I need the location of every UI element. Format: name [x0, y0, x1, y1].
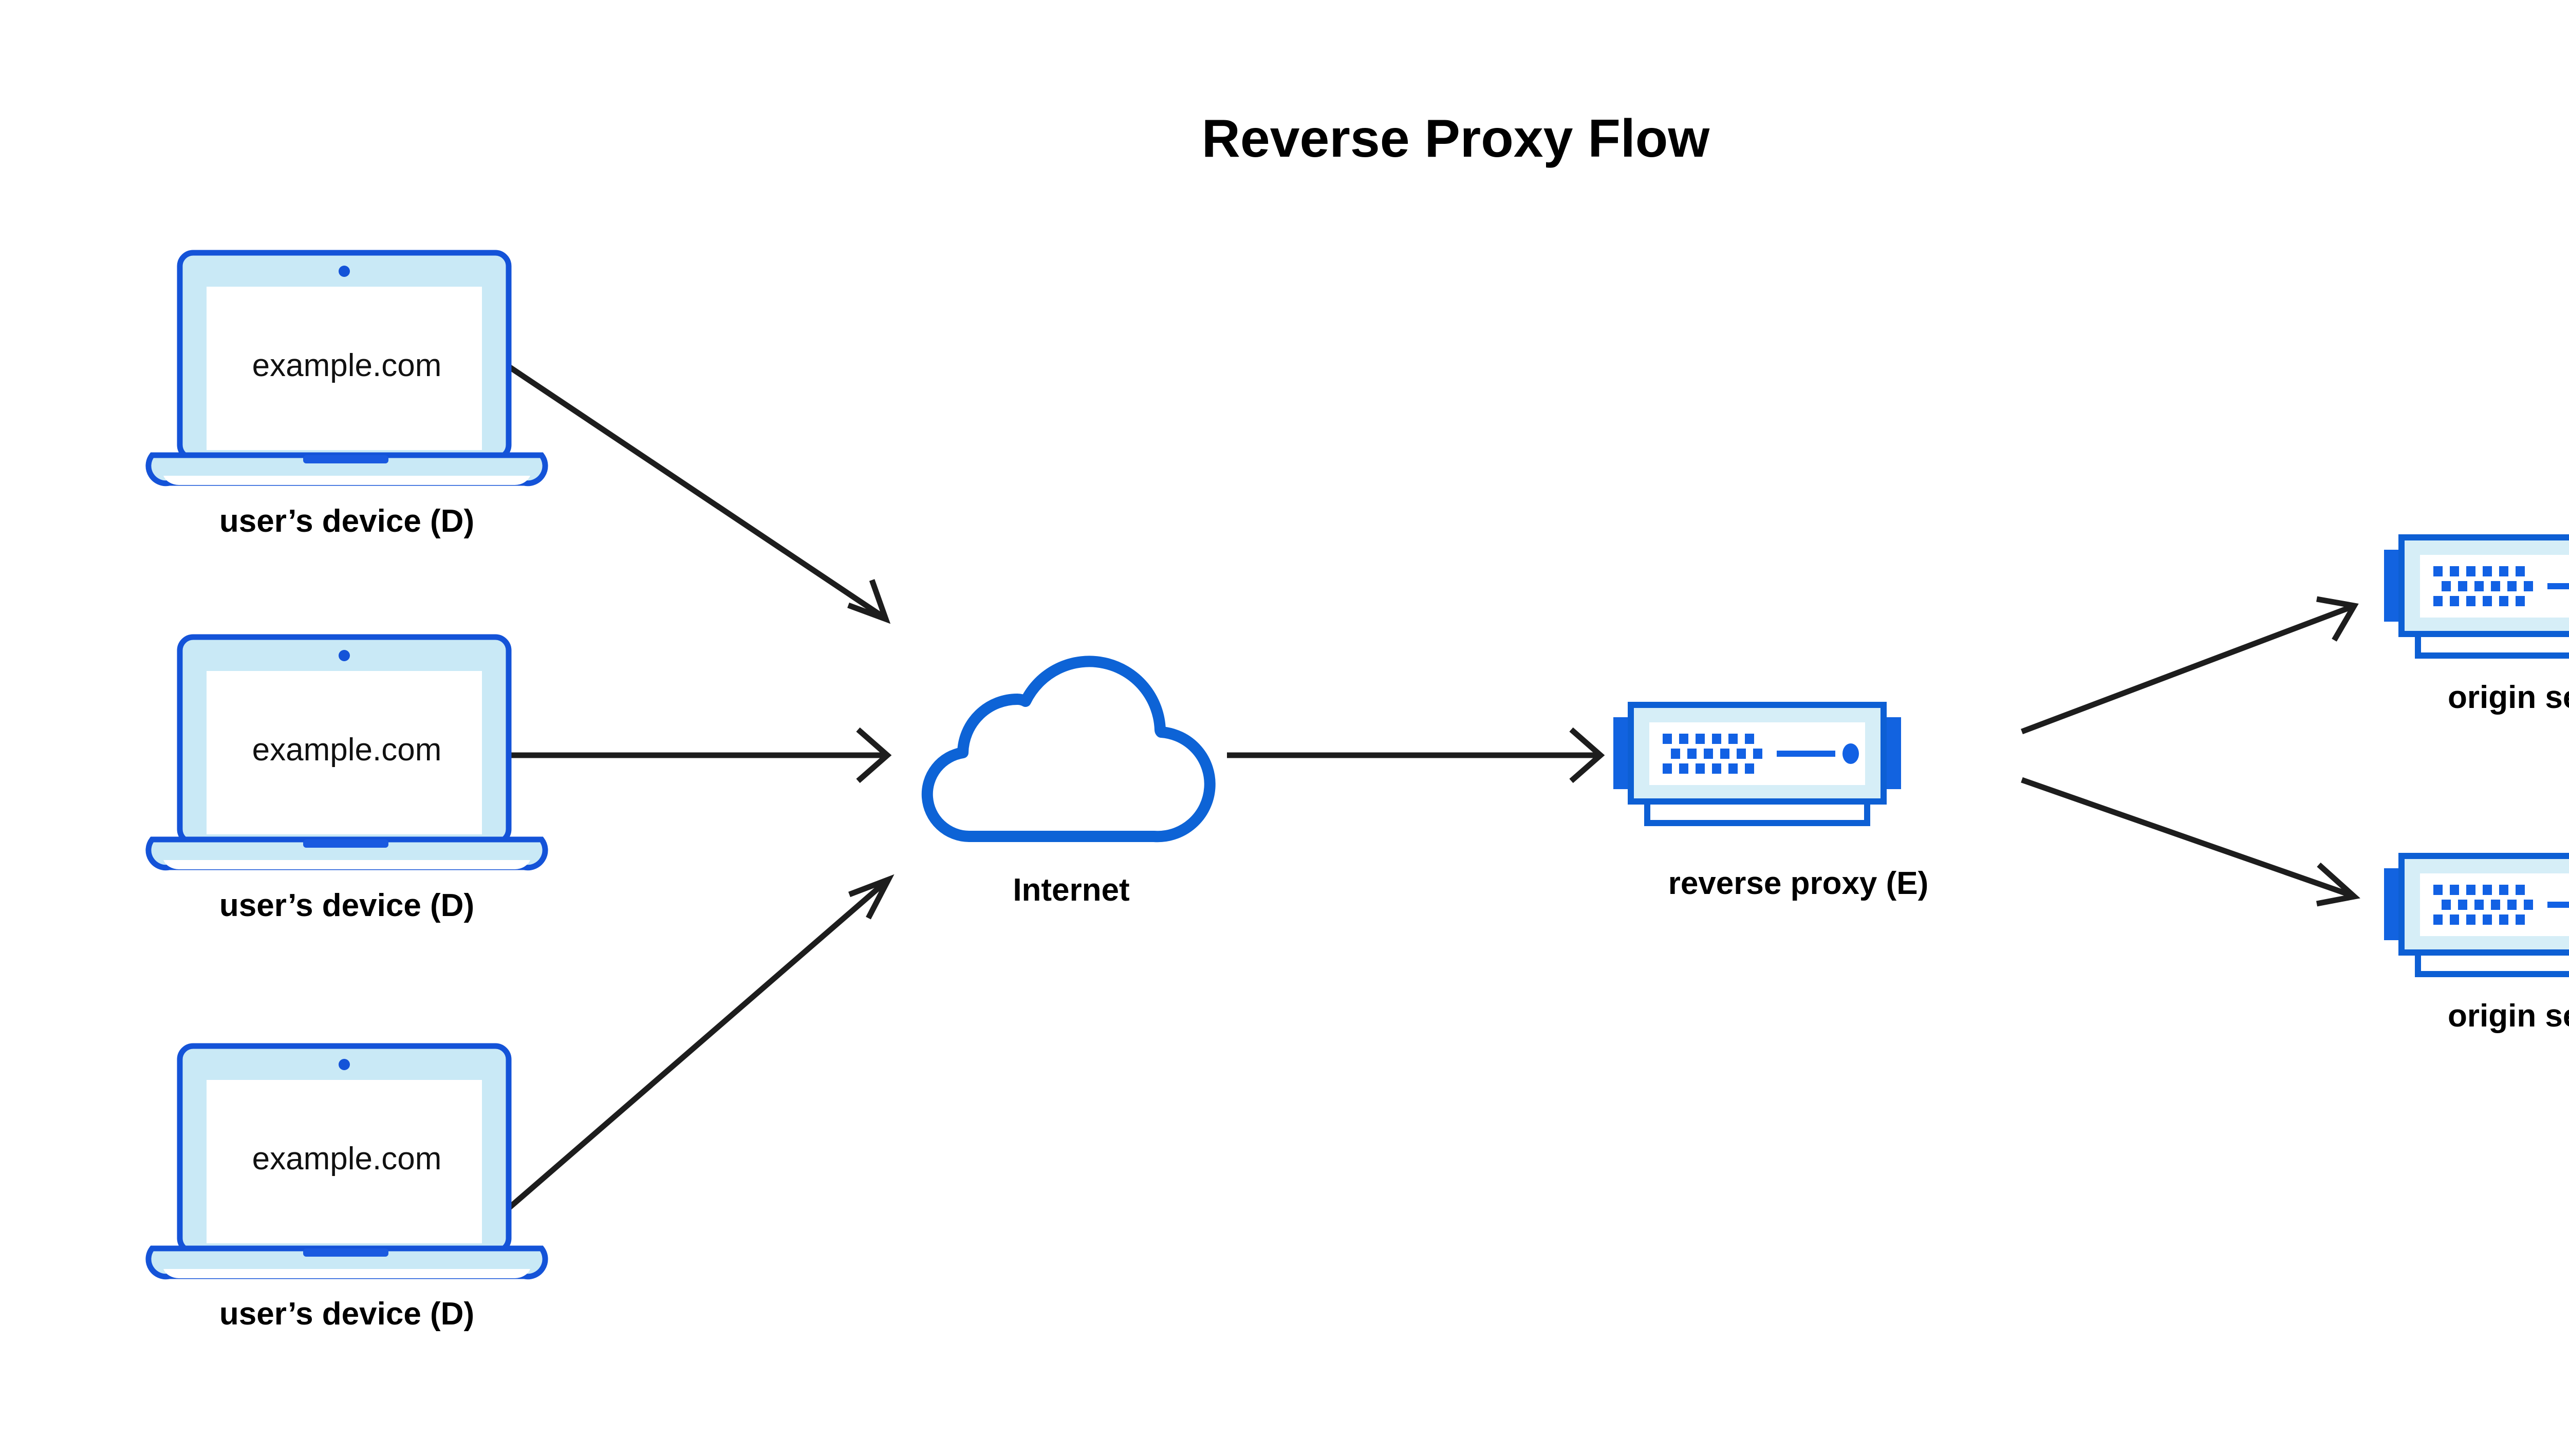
server-icon	[1613, 705, 1901, 823]
laptop-screen-text: example.com	[252, 732, 442, 768]
laptop-screen-text: example.com	[252, 1141, 442, 1177]
edge-proxy-to-origin-bottom	[2021, 777, 2360, 907]
edge-internet-to-proxy	[1227, 727, 1605, 783]
node-origin-top[interactable]: origin server (F)	[2384, 537, 2569, 715]
node-origin-bottom[interactable]: origin server (F)	[2384, 856, 2569, 1034]
node-reverse-proxy[interactable]: reverse proxy (E)	[1613, 705, 1928, 901]
node-label-client-bottom: user’s device (D)	[219, 1296, 474, 1332]
edges-layer	[504, 362, 2360, 1213]
node-label-client-middle: user’s device (D)	[219, 888, 474, 923]
laptop-screen-text: example.com	[252, 348, 442, 383]
edge-client-bottom-to-internet	[504, 874, 895, 1213]
node-label-origin-top: origin server (F)	[2448, 680, 2569, 715]
cloud-icon	[927, 661, 1210, 836]
server-icon	[2384, 856, 2569, 974]
node-label-internet: Internet	[1013, 872, 1129, 908]
edge-proxy-to-origin-top	[2021, 596, 2359, 735]
edge-client-top-to-internet	[504, 362, 891, 624]
node-client-bottom[interactable]: example.com user’s device (D)	[148, 1046, 545, 1332]
edge-client-middle-to-internet	[506, 727, 892, 783]
node-label-reverse-proxy: reverse proxy (E)	[1668, 866, 1929, 901]
node-client-middle[interactable]: example.com user’s device (D)	[148, 637, 545, 923]
node-client-top[interactable]: example.com user’s device (D)	[148, 253, 545, 539]
server-icon	[2384, 537, 2569, 656]
node-label-client-top: user’s device (D)	[219, 503, 474, 539]
page-title: Reverse Proxy Flow	[1202, 109, 1710, 169]
node-internet[interactable]: Internet	[927, 661, 1210, 908]
node-label-origin-bottom: origin server (F)	[2448, 998, 2569, 1034]
